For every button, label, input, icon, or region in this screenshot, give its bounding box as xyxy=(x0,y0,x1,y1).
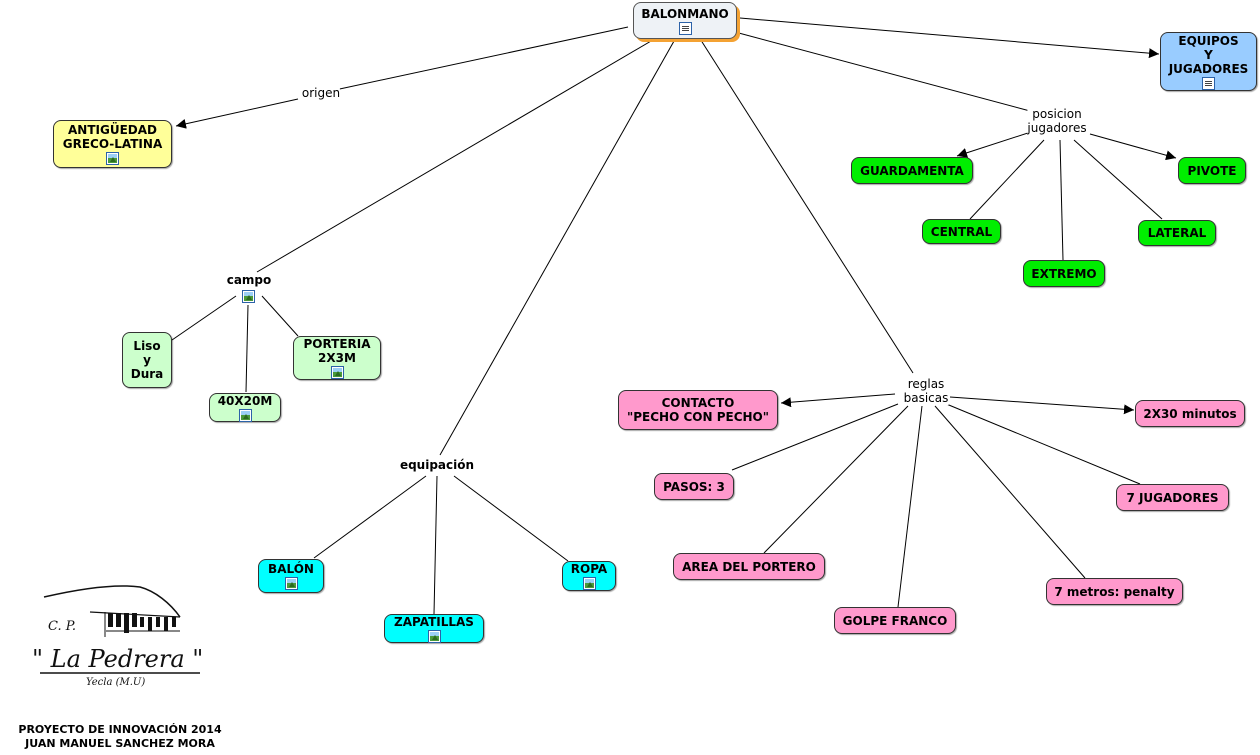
penalty-label: 7 metros: penalty xyxy=(1054,584,1175,599)
concept-porteria[interactable]: PORTERIA 2X3M xyxy=(293,336,381,380)
link-reglas-jugadores xyxy=(943,402,1141,485)
concept-guardamenta[interactable]: GUARDAMENTA xyxy=(851,157,973,184)
document-icon[interactable] xyxy=(678,21,692,35)
link-posicion-pivote xyxy=(1089,133,1177,161)
balon-label: BALÓN xyxy=(268,562,314,576)
school-logo: C. P. " La Pedrera " Yecla (M.U) xyxy=(30,585,220,695)
link-root-equipacion xyxy=(439,33,679,456)
pivote-label: PIVOTE xyxy=(1187,163,1237,178)
concept-root-balonmano[interactable]: BALONMANO xyxy=(633,2,737,39)
link-root-origen xyxy=(334,26,629,91)
guardamenta-label: GUARDAMENTA xyxy=(860,163,964,178)
concept-golpe-franco[interactable]: GOLPE FRANCO xyxy=(834,607,956,634)
link-campo-40x20 xyxy=(245,304,249,393)
antiguedad-label: ANTIGÜEDAD GRECO-LATINA xyxy=(62,123,163,151)
concept-lateral[interactable]: LATERAL xyxy=(1138,220,1216,246)
golpe-label: GOLPE FRANCO xyxy=(842,613,948,628)
logo-place: Yecla (M.U) xyxy=(86,677,146,688)
link-root-posicion xyxy=(734,31,1031,112)
document-icon[interactable] xyxy=(1202,76,1215,90)
concept-pasos[interactable]: PASOS: 3 xyxy=(654,473,734,500)
link-posicion-central xyxy=(969,139,1045,220)
concept-40x20m[interactable]: 40X20M xyxy=(209,393,281,422)
concept-central[interactable]: CENTRAL xyxy=(922,219,1001,244)
logo-cp: C. P. xyxy=(48,619,76,634)
link-equipacion-balon xyxy=(313,475,427,559)
concept-liso-dura[interactable]: Liso y Dura xyxy=(122,332,172,388)
concept-balon[interactable]: BALÓN xyxy=(258,559,324,593)
link-reglas-contacto xyxy=(780,393,896,408)
label-equipacion: equipación xyxy=(399,458,475,472)
extremo-label: EXTREMO xyxy=(1031,266,1097,281)
credits-line-2: JUAN MANUEL SANCHEZ MORA xyxy=(25,737,215,750)
link-root-campo xyxy=(256,33,664,273)
image-icon[interactable] xyxy=(582,577,596,590)
link-posicion-extremo xyxy=(1059,139,1064,261)
link-posicion-lateral xyxy=(1073,139,1163,220)
link-origen-antiguedad xyxy=(175,98,299,129)
image-icon[interactable] xyxy=(106,152,119,165)
image-icon[interactable] xyxy=(284,577,298,590)
root-label: BALONMANO xyxy=(641,6,729,21)
concept-antiguedad[interactable]: ANTIGÜEDAD GRECO-LATINA xyxy=(53,120,172,168)
area-label: AREA DEL PORTERO xyxy=(682,559,816,574)
link-reglas-area xyxy=(763,405,909,554)
concept-ropa[interactable]: ROPA xyxy=(562,561,616,591)
link-posicion-guardamenta xyxy=(956,130,1035,158)
concept-7-jugadores[interactable]: 7 JUGADORES xyxy=(1116,484,1229,511)
m40x20-label: 40X20M xyxy=(217,393,273,408)
link-reglas-penalty xyxy=(934,405,1086,579)
concept-2x30-minutos[interactable]: 2X30 minutos xyxy=(1135,400,1245,427)
ropa-label: ROPA xyxy=(570,562,608,576)
link-campo-liso xyxy=(171,295,237,341)
jugadores7-label: 7 JUGADORES xyxy=(1126,490,1219,505)
logo-name: " La Pedrera " xyxy=(32,645,204,673)
concept-equipos-jugadores[interactable]: EQUIPOS Y JUGADORES xyxy=(1160,32,1257,91)
label-campo: campo xyxy=(226,273,272,287)
link-reglas-golpe xyxy=(897,405,923,608)
concept-area-portero[interactable]: AREA DEL PORTERO xyxy=(673,553,825,580)
image-icon[interactable] xyxy=(330,366,344,379)
school-building-drawing xyxy=(40,585,200,674)
link-reglas-minutos xyxy=(949,396,1135,415)
equipos-label: EQUIPOS Y JUGADORES xyxy=(1168,33,1249,76)
image-icon[interactable] xyxy=(238,408,252,422)
concept-extremo[interactable]: EXTREMO xyxy=(1023,260,1105,287)
lateral-label: LATERAL xyxy=(1147,226,1207,240)
zapatillas-label: ZAPATILLAS xyxy=(394,614,474,629)
pasos-label: PASOS: 3 xyxy=(663,479,725,494)
label-reglas-basicas: reglas basicas xyxy=(903,377,949,405)
liso-label: Liso y Dura xyxy=(130,339,164,381)
label-posicion-jugadores: posicion jugadores xyxy=(1027,107,1087,135)
link-root-reglas xyxy=(696,33,914,374)
link-equipacion-zapatillas xyxy=(433,475,438,615)
link-reglas-pasos xyxy=(731,403,899,471)
porteria-label: PORTERIA 2X3M xyxy=(303,337,371,365)
link-root-equipos xyxy=(739,17,1160,59)
minutos-label: 2X30 minutos xyxy=(1143,406,1237,421)
link-campo-porteria xyxy=(261,295,299,337)
central-label: CENTRAL xyxy=(930,224,993,239)
project-credits: PROYECTO DE INNOVACIÓN 2014 JUAN MANUEL … xyxy=(4,723,236,751)
image-icon[interactable] xyxy=(427,629,441,643)
label-origen: origen xyxy=(301,86,341,100)
contacto-label: CONTACTO "PECHO CON PECHO" xyxy=(627,396,769,424)
credits-line-1: PROYECTO DE INNOVACIÓN 2014 xyxy=(18,723,222,736)
concept-pivote[interactable]: PIVOTE xyxy=(1178,157,1246,184)
concept-contacto[interactable]: CONTACTO "PECHO CON PECHO" xyxy=(618,390,778,430)
concept-zapatillas[interactable]: ZAPATILLAS xyxy=(384,614,484,643)
link-equipacion-ropa xyxy=(453,475,569,562)
image-icon[interactable] xyxy=(242,290,255,303)
concept-7-metros-penalty[interactable]: 7 metros: penalty xyxy=(1046,578,1183,605)
